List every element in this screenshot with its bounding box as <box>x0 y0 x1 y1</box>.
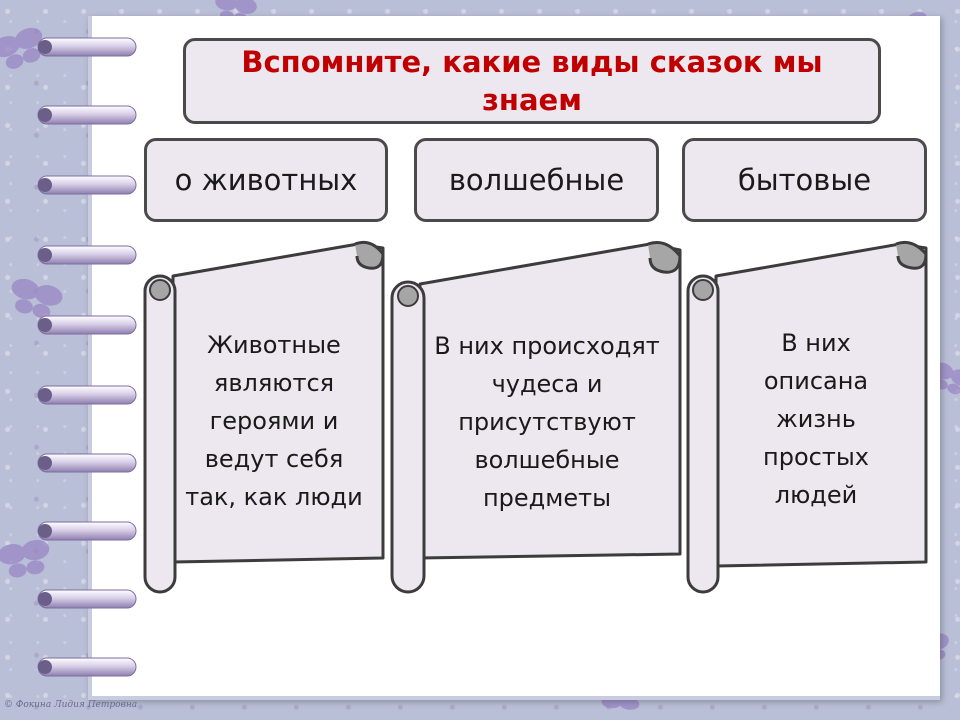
author-watermark: © Фокина Лидия Петровна <box>4 700 138 710</box>
scroll-icon <box>686 240 928 594</box>
binder-ring-icon <box>37 657 137 677</box>
scroll-text-everyday: В них описана жизнь простых людей <box>763 329 869 509</box>
scroll-text-magic: В них происходят чудеса и присутствуют в… <box>434 332 660 512</box>
binder-ring-icon <box>37 453 137 473</box>
scroll-icon <box>390 241 682 594</box>
category-box-magic: волшебные <box>414 138 659 222</box>
scroll-animals: Животные являются героями и ведут себя т… <box>143 240 389 596</box>
title-box: Вспомните, какие виды сказок мы знаем <box>183 38 881 124</box>
category-label-magic: волшебные <box>448 163 625 197</box>
scroll-icon <box>143 240 385 594</box>
scroll-text-animals: Животные являются героями и ведут себя т… <box>185 331 363 511</box>
binder-ring-icon <box>37 589 137 609</box>
category-box-everyday: бытовые <box>682 138 927 222</box>
category-label-everyday: бытовые <box>737 163 872 197</box>
slide-title: Вспомните, какие виды сказок мы знаем <box>241 45 823 117</box>
binder-ring-icon <box>37 245 137 265</box>
scroll-everyday: В них описана жизнь простых людей <box>686 240 930 596</box>
category-label-animals: о животных <box>174 163 358 197</box>
binder-ring-icon <box>37 521 137 541</box>
binder-ring-icon <box>37 37 137 57</box>
binder-ring-icon <box>37 385 137 405</box>
category-box-animals: о животных <box>144 138 388 222</box>
binder-ring-icon <box>37 175 137 195</box>
scroll-magic: В них происходят чудеса и присутствуют в… <box>390 240 682 596</box>
binder-ring-icon <box>37 315 137 335</box>
binder-ring-icon <box>37 105 137 125</box>
binder-rings <box>37 37 137 677</box>
